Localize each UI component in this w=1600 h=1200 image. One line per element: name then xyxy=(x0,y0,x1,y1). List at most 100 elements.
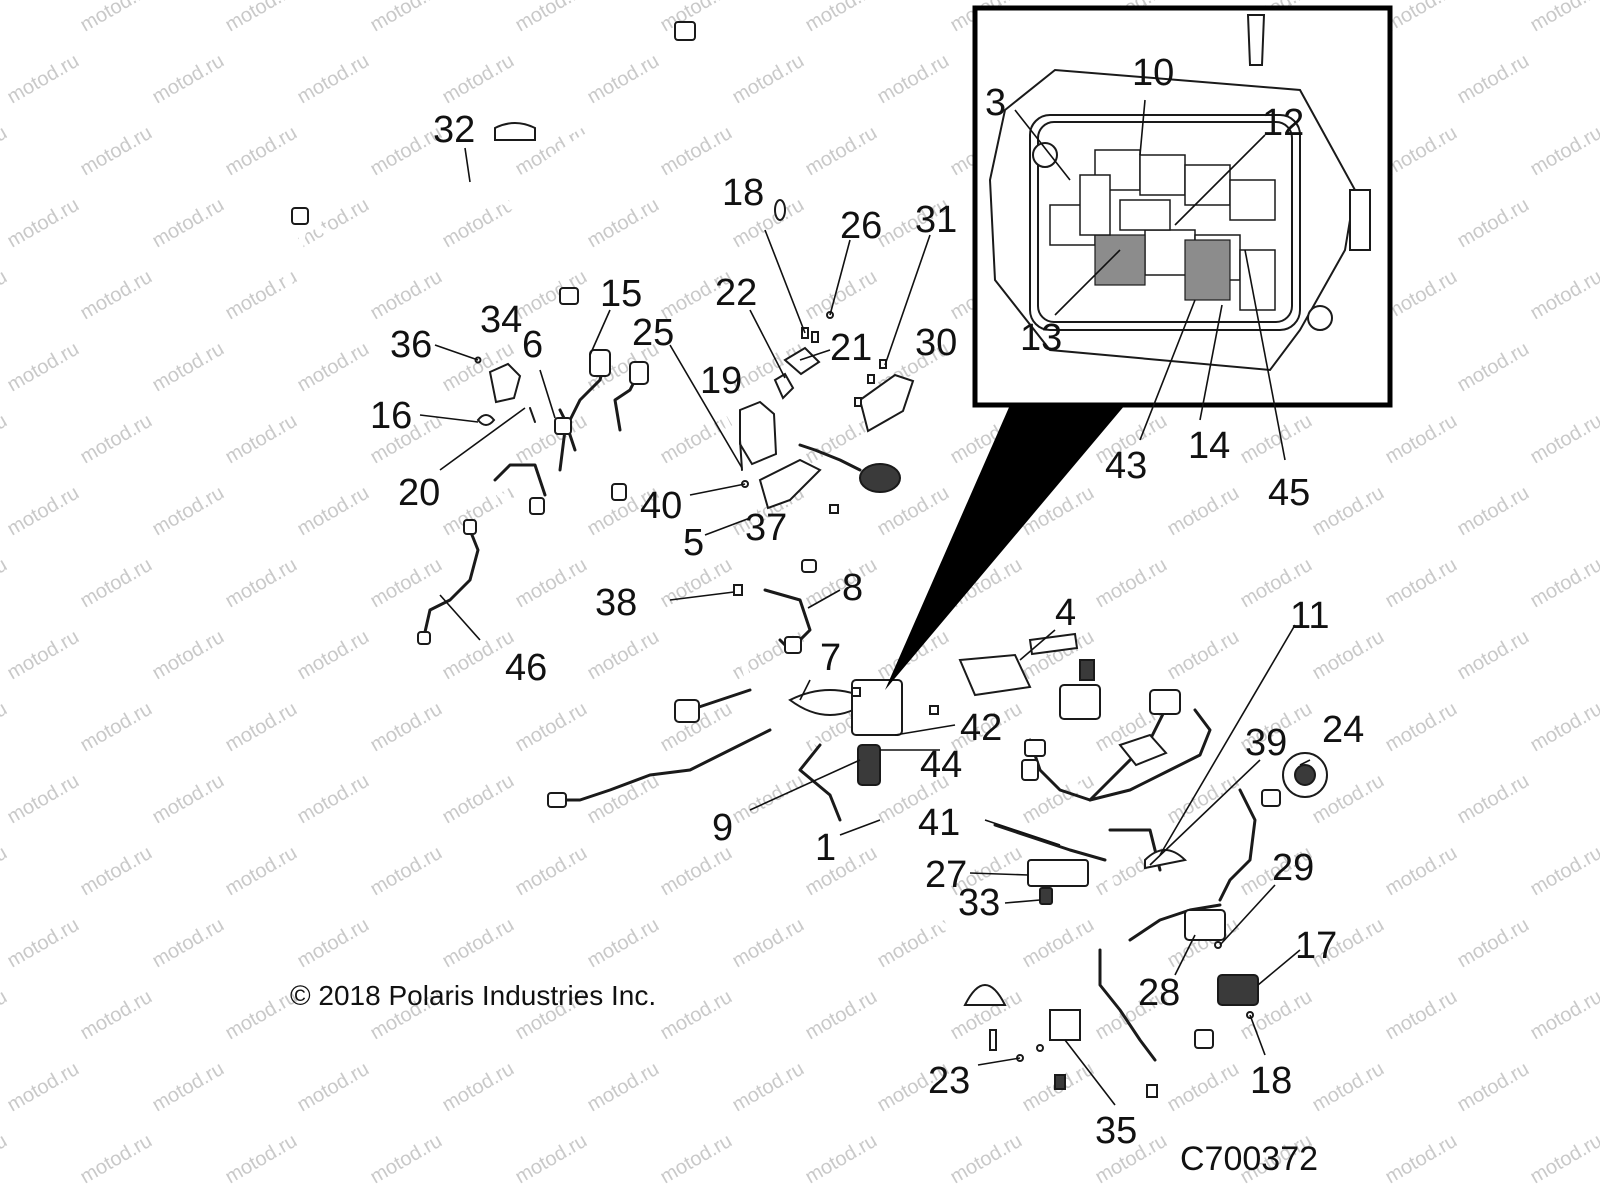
figure-code: C700372 xyxy=(1180,1140,1318,1178)
watermark-text: motod.ru xyxy=(439,914,518,973)
callout-6: 6 xyxy=(522,324,543,366)
inset-pointer-wedge xyxy=(885,405,1125,690)
watermark-text: motod.ru xyxy=(294,338,373,397)
callout-28: 28 xyxy=(1138,972,1180,1014)
watermark-text: motod.ru xyxy=(77,266,156,325)
watermark-text: motod.ru xyxy=(1527,122,1600,181)
watermark-text: motod.ru xyxy=(729,50,808,109)
watermark-text: motod.ru xyxy=(584,914,663,973)
callout-35: 35 xyxy=(1095,1110,1137,1152)
watermark-text: motod.ru xyxy=(439,770,518,829)
watermark-text: motod.ru xyxy=(4,482,83,541)
watermark-text: motod.ru xyxy=(1527,842,1600,901)
watermark-text: motod.ru xyxy=(439,50,518,109)
callout-3: 3 xyxy=(985,82,1006,124)
watermark-text: motod.ru xyxy=(367,0,446,36)
watermark-text: motod.ru xyxy=(802,842,881,901)
watermark-text: motod.ru xyxy=(584,626,663,685)
callout-27: 27 xyxy=(925,854,967,896)
callout-43: 43 xyxy=(1105,445,1147,487)
watermark-text: motod.ru xyxy=(512,410,591,469)
watermark-text: motod.ru xyxy=(0,554,11,613)
watermark-text: motod.ru xyxy=(1019,914,1098,973)
watermark-text: motod.ru xyxy=(1164,1058,1243,1117)
watermark-text: motod.ru xyxy=(1382,986,1461,1045)
callout-7: 7 xyxy=(820,637,841,679)
watermark-text: motod.ru xyxy=(1382,698,1461,757)
watermark-text: motod.ru xyxy=(222,266,301,325)
watermark-text: motod.ru xyxy=(294,626,373,685)
watermark-text: motod.ru xyxy=(0,122,11,181)
watermark-text: motod.ru xyxy=(584,50,663,109)
watermark-text: motod.ru xyxy=(4,50,83,109)
watermark-text: motod.ru xyxy=(77,122,156,181)
watermark-text: motod.ru xyxy=(294,50,373,109)
callout-labels: 32 15 34 36 6 25 16 20 40 5 37 18 22 21 … xyxy=(370,52,1364,1152)
watermark-text: motod.ru xyxy=(222,1130,301,1189)
callout-8: 8 xyxy=(842,567,863,609)
callout-32: 32 xyxy=(433,109,475,151)
right-harness-cluster xyxy=(958,632,1328,1098)
callout-17: 17 xyxy=(1295,925,1337,967)
main-harness xyxy=(547,407,1133,978)
callout-5: 5 xyxy=(683,522,704,564)
callout-25: 25 xyxy=(632,312,674,354)
watermark-text: motod.ru xyxy=(222,842,301,901)
watermark-text: motod.ru xyxy=(1382,842,1461,901)
callout-26: 26 xyxy=(840,205,882,247)
callout-24: 24 xyxy=(1322,709,1364,751)
watermark-text: motod.ru xyxy=(149,50,228,109)
watermark-text: motod.ru xyxy=(947,1130,1026,1189)
watermark-text: motod.ru xyxy=(222,410,301,469)
watermark-text: motod.ru xyxy=(4,770,83,829)
watermark-text: motod.ru xyxy=(0,698,11,757)
watermark-text: motod.ru xyxy=(512,1130,591,1189)
watermark-text: motod.ru xyxy=(584,770,663,829)
watermark-text: motod.ru xyxy=(1309,1058,1388,1117)
watermark-text: motod.ru xyxy=(367,698,446,757)
watermark-text: motod.ru xyxy=(1164,626,1243,685)
watermark-text: motod.ru xyxy=(0,0,11,36)
watermark-text: motod.ru xyxy=(802,1130,881,1189)
watermark-text: motod.ru xyxy=(77,554,156,613)
watermark-text: motod.ru xyxy=(77,0,156,36)
watermark-text: motod.ru xyxy=(657,842,736,901)
fuse-box-inset xyxy=(972,5,1393,408)
watermark-text: motod.ru xyxy=(4,626,83,685)
watermark-text: motod.ru xyxy=(512,698,591,757)
sensor-harness-46 xyxy=(417,519,480,645)
callout-21: 21 xyxy=(830,327,872,369)
watermark-text: motod.ru xyxy=(222,0,301,36)
watermark-text: motod.ru xyxy=(729,1058,808,1117)
callout-30: 30 xyxy=(915,322,957,364)
watermark-text: motod.ru xyxy=(512,0,591,36)
watermark-text: motod.ru xyxy=(0,410,11,469)
watermark-text: motod.ru xyxy=(1527,0,1600,36)
left-harness-cluster xyxy=(474,349,723,515)
watermark-text: motod.ru xyxy=(367,554,446,613)
watermark-text: motod.ru xyxy=(1382,410,1461,469)
watermark-text: motod.ru xyxy=(77,1130,156,1189)
callout-15: 15 xyxy=(600,273,642,315)
watermark-text: motod.ru xyxy=(1454,482,1533,541)
callout-29: 29 xyxy=(1272,847,1314,889)
watermark-text: motod.ru xyxy=(4,194,83,253)
watermark-text: motod.ru xyxy=(4,1058,83,1117)
watermark-text: motod.ru xyxy=(1527,554,1600,613)
watermark-text: motod.ru xyxy=(1382,0,1461,36)
watermark-text: motod.ru xyxy=(1237,410,1316,469)
callout-1: 1 xyxy=(815,827,836,869)
watermark-text: motod.ru xyxy=(0,842,11,901)
watermark-text: motod.ru xyxy=(149,338,228,397)
watermark-text: motod.ru xyxy=(149,914,228,973)
watermark-text: motod.ru xyxy=(4,914,83,973)
watermark-text: motod.ru xyxy=(584,194,663,253)
watermark-text: motod.ru xyxy=(657,1130,736,1189)
watermark-text: motod.ru xyxy=(1454,50,1533,109)
callout-33: 33 xyxy=(958,882,1000,924)
watermark-text: motod.ru xyxy=(149,482,228,541)
center-parts xyxy=(733,199,939,715)
watermark-text: motod.ru xyxy=(222,554,301,613)
watermark-text: motod.ru xyxy=(294,914,373,973)
